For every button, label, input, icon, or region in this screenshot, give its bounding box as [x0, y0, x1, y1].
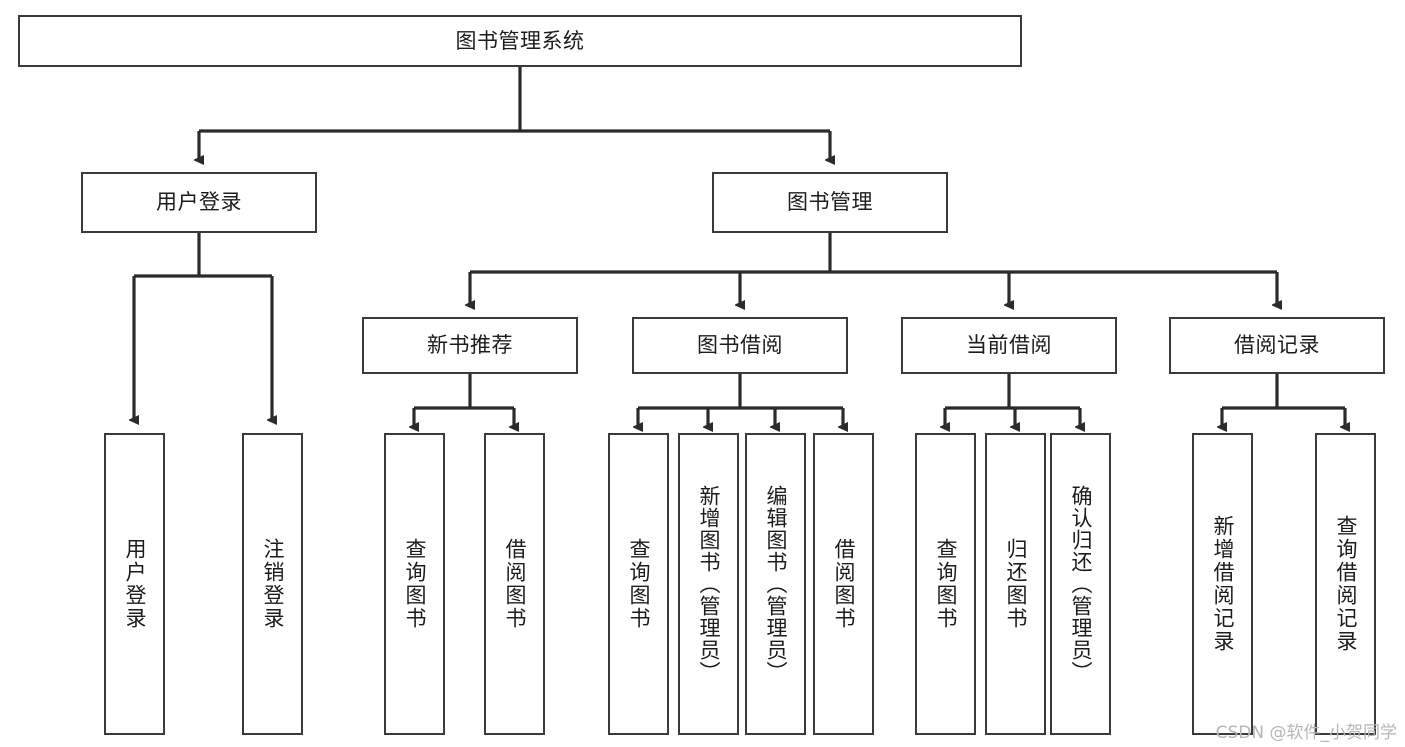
node-leaf-user-login[interactable]: 用户登录 — [104, 433, 165, 735]
node-label: 归还图书 — [1004, 538, 1028, 630]
node-leaf-add-book-admin[interactable]: 新增图书（管理员） — [678, 433, 739, 735]
node-leaf-return-book[interactable]: 归还图书 — [985, 433, 1046, 735]
node-label: 新增图书（管理员） — [697, 485, 721, 683]
node-label: 用户登录 — [156, 190, 242, 215]
node-label: 注销登录 — [261, 538, 285, 630]
node-leaf-query-book-recommend[interactable]: 查询图书 — [384, 433, 445, 735]
node-label: 确认归还（管理员） — [1069, 485, 1093, 683]
node-label: 查询图书 — [403, 538, 427, 630]
node-current-borrow[interactable]: 当前借阅 — [901, 317, 1117, 374]
node-borrow-record[interactable]: 借阅记录 — [1169, 317, 1385, 374]
node-new-book-recommend[interactable]: 新书推荐 — [362, 317, 578, 374]
node-leaf-logout[interactable]: 注销登录 — [242, 433, 303, 735]
node-label: 编辑图书（管理员） — [764, 485, 788, 683]
node-book-borrow[interactable]: 图书借阅 — [632, 317, 848, 374]
node-leaf-borrow-book[interactable]: 借阅图书 — [813, 433, 874, 735]
node-user-login[interactable]: 用户登录 — [81, 172, 317, 233]
node-label: 借阅记录 — [1234, 333, 1320, 358]
node-root-book-management-system[interactable]: 图书管理系统 — [18, 15, 1022, 67]
node-leaf-query-book-current[interactable]: 查询图书 — [915, 433, 976, 735]
node-label: 用户登录 — [123, 538, 147, 630]
node-label: 查询借阅记录 — [1334, 515, 1358, 653]
node-leaf-edit-book-admin[interactable]: 编辑图书（管理员） — [745, 433, 806, 735]
node-book-management[interactable]: 图书管理 — [712, 172, 948, 233]
node-leaf-add-borrow-record[interactable]: 新增借阅记录 — [1192, 433, 1253, 735]
node-label: 新书推荐 — [427, 333, 513, 358]
node-leaf-confirm-return-admin[interactable]: 确认归还（管理员） — [1050, 433, 1111, 735]
watermark: CSDN @软件_小贺同学 — [1215, 723, 1397, 743]
node-label: 图书管理系统 — [455, 28, 585, 53]
node-label: 当前借阅 — [966, 333, 1052, 358]
node-leaf-borrow-book-recommend[interactable]: 借阅图书 — [484, 433, 545, 735]
node-label: 查询图书 — [934, 538, 958, 630]
node-leaf-query-borrow-record[interactable]: 查询借阅记录 — [1315, 433, 1376, 735]
node-label: 新增借阅记录 — [1211, 515, 1235, 653]
node-label: 查询图书 — [627, 538, 651, 630]
node-label: 图书借阅 — [697, 333, 783, 358]
node-label: 借阅图书 — [503, 538, 527, 630]
node-label: 借阅图书 — [832, 538, 856, 630]
node-label: 图书管理 — [787, 190, 873, 215]
node-leaf-query-book-borrow[interactable]: 查询图书 — [608, 433, 669, 735]
